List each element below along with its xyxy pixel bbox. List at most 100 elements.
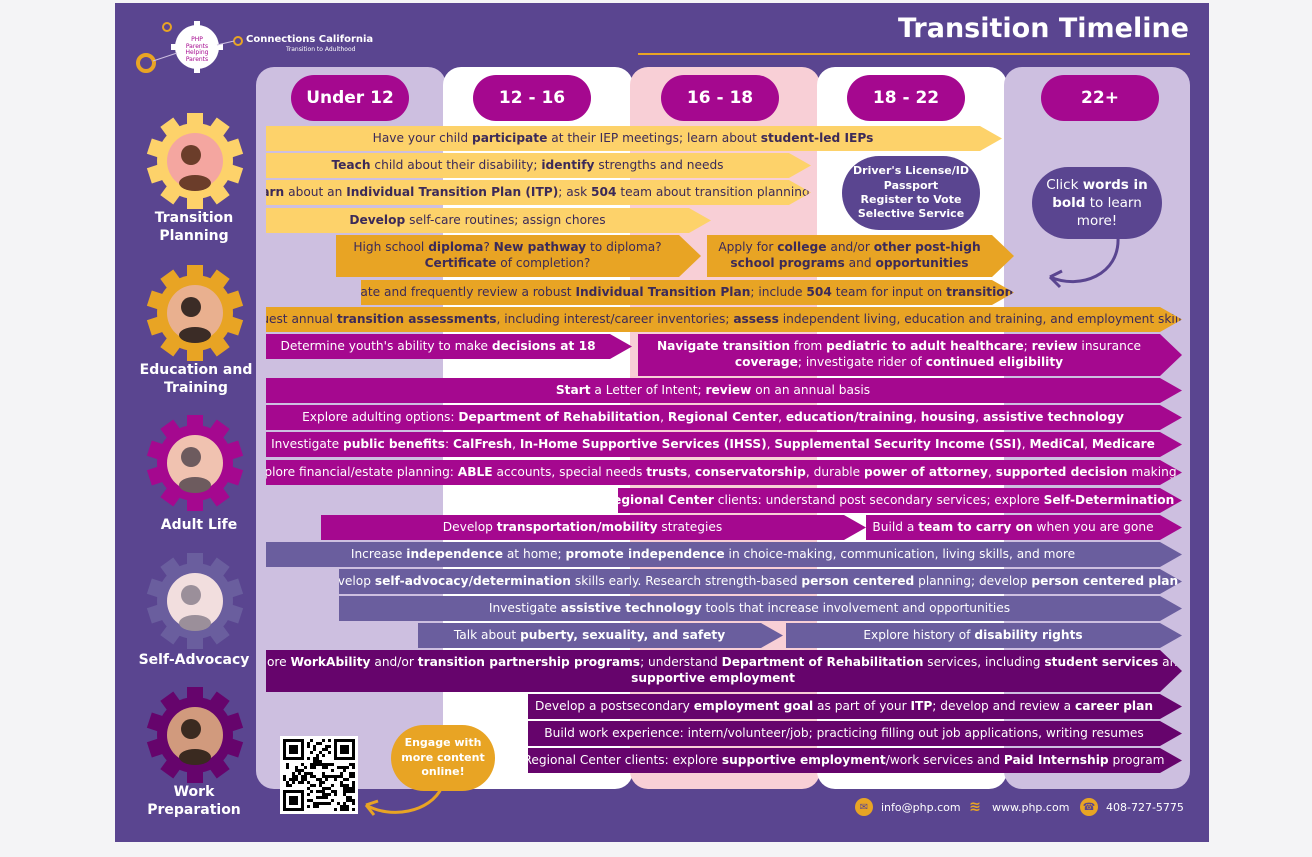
bar-link-word[interactable]: opportunities (875, 256, 969, 270)
bar-link-word[interactable]: 504 (591, 184, 617, 199)
timeline-bar[interactable]: Develop self-advocacy/determination skil… (339, 569, 1182, 594)
age-pill-16-18[interactable]: 16 - 18 (661, 75, 779, 121)
transition-planning-gear-icon[interactable] (145, 111, 245, 215)
timeline-bar[interactable]: Determine youth's ability to make decisi… (266, 334, 632, 359)
bar-link-word[interactable]: independence (406, 546, 503, 561)
bar-link-word[interactable]: assistive technology (983, 409, 1124, 424)
bar-link-word[interactable]: trusts (646, 464, 688, 479)
bar-link-word[interactable]: identify (541, 157, 595, 172)
bar-link-word[interactable]: Department of Rehabilitation (458, 409, 661, 424)
timeline-bar[interactable]: Build work experience: intern/volunteer/… (528, 721, 1182, 746)
bar-link-word[interactable]: team to carry on (918, 519, 1033, 534)
bar-link-word[interactable]: Teach (331, 157, 371, 172)
bar-link-word[interactable]: career plan (1074, 698, 1154, 713)
bar-link-word[interactable]: WorkAbility (290, 655, 371, 670)
bar-link-word[interactable]: 504 (806, 284, 832, 299)
bar-link-word[interactable]: transportation/mobility (496, 519, 658, 534)
bar-link-word[interactable]: MediCal (1029, 436, 1085, 451)
bar-link-word[interactable]: Navigate transition (656, 339, 791, 354)
logo[interactable]: PHP Parents Helping Parents (133, 17, 243, 77)
timeline-bar[interactable]: Start a Letter of Intent; review on an a… (266, 378, 1182, 403)
bar-link-word[interactable]: college (777, 240, 827, 255)
qr-code[interactable] (280, 736, 358, 814)
adult-life-gear-icon[interactable] (145, 413, 245, 517)
timeline-bar[interactable]: Teach child about their disability; iden… (266, 153, 811, 178)
bar-link-word[interactable]: conservatorship (694, 464, 806, 479)
age-pill-18-22[interactable]: 18 - 22 (847, 75, 965, 121)
bar-link-word[interactable]: Department of Rehabilitation (721, 655, 924, 670)
timeline-bar[interactable]: Have your child participate at their IEP… (266, 126, 1002, 151)
timeline-bar[interactable]: Investigate assistive technology tools t… (339, 596, 1182, 621)
timeline-bar[interactable]: Explore adulting options: Department of … (266, 405, 1182, 430)
timeline-bar[interactable]: Regional Center clients: understand post… (618, 488, 1182, 513)
timeline-bar[interactable]: Regional Center clients: explore support… (528, 748, 1182, 773)
timeline-bar[interactable]: Investigate public benefits: CalFresh, I… (266, 432, 1182, 457)
bar-link-word[interactable]: In-Home Supportive Services (IHSS) (519, 436, 767, 451)
bar-link-word[interactable]: Self-Determination (1043, 492, 1175, 507)
bar-link-word[interactable]: transition assessments (336, 311, 497, 326)
bar-link-word[interactable]: student services (1044, 655, 1159, 670)
contact-phone[interactable]: ☎ 408-727-5775 (1080, 798, 1184, 816)
bar-link-word[interactable]: New pathway (493, 240, 587, 255)
bar-link-word[interactable]: CalFresh (452, 436, 513, 451)
bar-link-word[interactable]: Start (555, 382, 591, 397)
bar-link-word[interactable]: Individual Transition Plan (ITP) (346, 184, 559, 199)
bar-link-word[interactable]: decisions at 18 (491, 338, 596, 353)
timeline-bar[interactable]: Explore financial/estate planning: ABLE … (266, 460, 1182, 485)
timeline-bar[interactable]: High school diploma? New pathway to dipl… (336, 235, 701, 277)
age-pill-22-plus[interactable]: 22+ (1041, 75, 1159, 121)
bar-link-word[interactable]: assess (733, 311, 779, 326)
timeline-bar[interactable]: Learn about an Individual Transition Pla… (266, 180, 811, 205)
id-documents-bubble[interactable]: Driver's License/ID Passport Register to… (842, 156, 980, 230)
work-preparation-gear-icon[interactable] (145, 685, 245, 789)
education-training-gear-icon[interactable] (145, 263, 245, 367)
bar-link-word[interactable]: person centered plan (1031, 573, 1179, 588)
timeline-bar[interactable]: Request annual transition assessments, i… (266, 307, 1182, 332)
bar-link-word[interactable]: supportive employment (721, 752, 886, 767)
bar-link-word[interactable]: review (705, 382, 752, 397)
bar-link-word[interactable]: Medicare (1091, 436, 1155, 451)
bar-link-word[interactable]: Supplemental Security Income (SSI) (774, 436, 1022, 451)
engage-bubble[interactable]: Engage with more content online! (391, 725, 495, 791)
bar-link-word[interactable]: employment goal (693, 698, 814, 713)
bar-link-word[interactable]: Individual Transition Plan (575, 284, 751, 299)
timeline-bar[interactable]: Create and frequently review a robust In… (361, 280, 1014, 305)
timeline-bar[interactable]: Apply for college and/or other post-high… (707, 235, 1014, 277)
timeline-bar[interactable]: Build a team to carry on when you are go… (866, 515, 1182, 540)
age-pill-12-16[interactable]: 12 - 16 (473, 75, 591, 121)
bar-link-word[interactable]: person centered (801, 573, 915, 588)
timeline-bar[interactable]: Increase independence at home; promote i… (266, 542, 1182, 567)
bar-link-word[interactable]: transition (946, 284, 1014, 299)
self-advocacy-gear-icon[interactable] (145, 551, 245, 655)
bar-link-word[interactable]: housing (920, 409, 976, 424)
bar-link-word[interactable]: review (1031, 339, 1078, 354)
bar-link-word[interactable]: coverage (734, 355, 798, 369)
category-self-advocacy[interactable]: Self-Advocacy (138, 652, 250, 668)
category-transition-planning[interactable]: Transition Planning (154, 210, 234, 244)
bar-link-word[interactable]: supported decision (995, 464, 1128, 479)
category-adult-life[interactable]: Adult Life (160, 517, 238, 533)
bar-link-word[interactable]: ABLE (457, 464, 493, 479)
bar-link-word[interactable]: diploma (428, 240, 484, 255)
bar-link-word[interactable]: puberty, sexuality, and safety (520, 627, 726, 642)
bar-link-word[interactable]: education/training (785, 409, 913, 424)
bar-link-word[interactable]: Regional Center (667, 409, 779, 424)
bar-link-word[interactable]: other post-high (873, 240, 981, 255)
bar-link-word[interactable]: continued eligibility (925, 355, 1064, 369)
bar-link-word[interactable]: pediatric to adult healthcare (826, 339, 1024, 354)
timeline-bar[interactable]: Develop self-care routines; assign chore… (266, 208, 711, 233)
bar-link-word[interactable]: Paid Internship (1003, 752, 1109, 767)
bar-link-word[interactable]: participate (471, 130, 548, 145)
contact-web[interactable]: ≋ www.php.com (966, 798, 1069, 816)
timeline-bar[interactable]: Explore WorkAbility and/or transition pa… (266, 650, 1182, 692)
bar-link-word[interactable]: Develop (349, 212, 406, 227)
bar-link-word[interactable]: power of attorney (864, 464, 988, 479)
category-work-preparation[interactable]: Work Preparation (147, 784, 241, 818)
age-pill-under-12[interactable]: Under 12 (291, 75, 409, 121)
bar-link-word[interactable]: assistive technology (560, 600, 702, 615)
timeline-bar[interactable]: Develop a postsecondary employment goal … (528, 694, 1182, 719)
category-education-training[interactable]: Education and Training (139, 362, 253, 396)
bar-link-word[interactable]: transition partnership programs (417, 655, 641, 670)
bar-link-word[interactable]: public benefits (342, 436, 445, 451)
contact-email[interactable]: ✉ info@php.com (855, 798, 961, 816)
